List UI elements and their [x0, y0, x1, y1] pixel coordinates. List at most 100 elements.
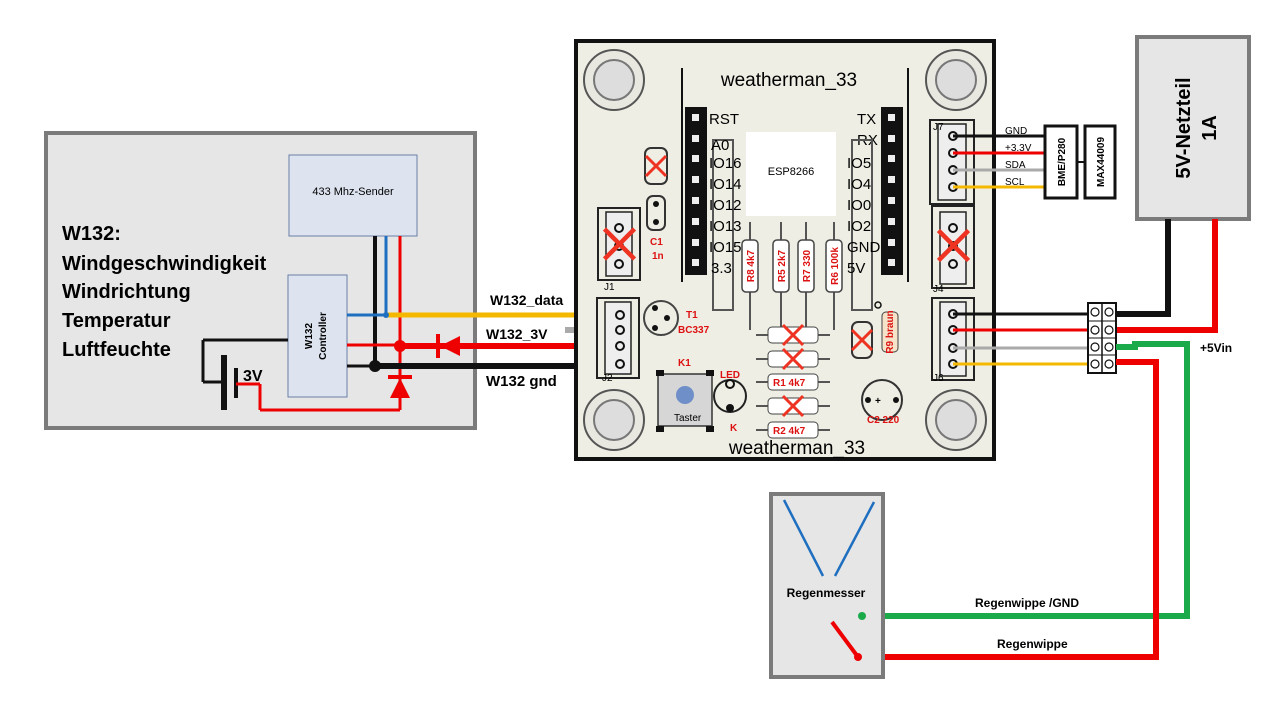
- mounting-hole-icon: [583, 389, 645, 451]
- pin-io15: IO15: [709, 239, 742, 256]
- board-title-top: weatherman_33: [720, 70, 857, 91]
- pin-5v: 5V: [847, 260, 865, 277]
- r7-label: R7 330: [802, 249, 813, 282]
- r1-label: R1 4k7: [773, 378, 806, 389]
- resistor-r2: [756, 421, 830, 439]
- power-wiring: +5Vin: [858, 219, 1232, 660]
- rain-title: Regenmesser: [787, 586, 866, 600]
- j6-label: J6: [933, 373, 944, 384]
- wire-label-gnd: W132 gnd: [486, 373, 557, 390]
- pin-gnd: GND: [847, 239, 881, 256]
- resistor-crossed: [756, 394, 830, 418]
- pin-io4: IO4: [847, 176, 871, 193]
- c2-label: C2 220: [867, 415, 900, 426]
- w132-controller: [287, 274, 348, 398]
- resistor-r6: R6 100k: [825, 222, 843, 330]
- c1-value: 1n: [652, 251, 664, 262]
- pin-io16: IO16: [709, 155, 742, 172]
- rst-label: RST: [709, 111, 739, 128]
- j2-label: J2: [602, 373, 613, 384]
- wire-label-data: W132_data: [490, 292, 563, 308]
- transistor-t1: [643, 300, 679, 336]
- j7-label: J7: [933, 122, 944, 133]
- taster-button: [656, 370, 714, 432]
- diode-icon: [436, 334, 460, 358]
- controller-line2: Controller: [318, 312, 329, 360]
- w132-title-1: W132:: [62, 223, 121, 245]
- r6-label: R6 100k: [830, 247, 841, 285]
- t1-value: BC337: [678, 325, 710, 336]
- connector-j4: [931, 205, 975, 289]
- pin-a0: A0: [711, 137, 729, 154]
- r9-label: R9 braun: [885, 310, 896, 353]
- led-label: LED: [720, 370, 740, 381]
- mounting-hole-icon: [925, 389, 987, 451]
- led-icon: [713, 379, 747, 413]
- sender-label: 433 Mhz-Sender: [312, 186, 394, 198]
- w132-title-3: Windrichtung: [62, 281, 191, 303]
- rain-sig-wire-label: Regenwippe: [997, 637, 1068, 651]
- pcb-board: weatherman_33 weatherman_33 ESP8266 RST …: [574, 39, 996, 461]
- tx-label: TX: [857, 111, 876, 128]
- pin-io14: IO14: [709, 176, 742, 193]
- w132-title-2: Windgeschwindigkeit: [62, 253, 267, 275]
- sender-433-module: [288, 154, 418, 237]
- r5-label: R5 2k7: [777, 249, 788, 282]
- component-crossed: [850, 321, 874, 359]
- k-label: K: [730, 423, 738, 434]
- bme280-sensor: [1043, 124, 1079, 200]
- mounting-hole-icon: [925, 49, 987, 111]
- resistor-r9: R9 braun: [874, 301, 899, 354]
- r8-label: R8 4k7: [746, 249, 757, 282]
- psu-line2: 1A: [1199, 115, 1221, 141]
- t1-label: T1: [686, 310, 698, 321]
- j1-label: J1: [604, 282, 615, 293]
- pin-io13: IO13: [709, 218, 742, 235]
- pin-io0: IO0: [847, 197, 871, 214]
- esp8266-module: [746, 132, 836, 216]
- w132-box: W132: Windgeschwindigkeit Windrichtung T…: [44, 131, 477, 430]
- w132-title-5: Luftfeuchte: [62, 339, 171, 361]
- sensor1-label: BME/P280: [1057, 137, 1068, 186]
- j4-label: J4: [933, 284, 944, 295]
- capacitor-c2: [861, 379, 903, 421]
- board-title-bottom: weatherman_33: [728, 438, 865, 459]
- esp-label: ESP8266: [768, 166, 814, 178]
- psu-box: 5V-Netzteil 1A: [1135, 35, 1251, 221]
- pin-io12: IO12: [709, 197, 742, 214]
- taster-label: Taster: [674, 413, 702, 424]
- r2-label: R2 4k7: [773, 426, 806, 437]
- mounting-hole-icon: [583, 49, 645, 111]
- resistor-crossed: [756, 347, 830, 371]
- sensor2-label: MAX44009: [1096, 137, 1107, 187]
- max44009-sensor: [1083, 124, 1117, 200]
- pin-3v3: 3.3: [711, 260, 732, 277]
- diode-icon: [388, 375, 412, 398]
- resistor-r1: [756, 373, 830, 391]
- resistor-crossed: [756, 323, 830, 347]
- connector-j1: [597, 207, 641, 281]
- resistor-r8: R8 4k7: [741, 222, 759, 330]
- vin-label: +5Vin: [1200, 341, 1232, 355]
- capacitor-c1: [644, 147, 668, 231]
- battery-3v-icon: [201, 338, 400, 412]
- i2c-section: GND +3.3V SDA SCL BME/P280 MAX44009: [953, 124, 1117, 200]
- controller-line1: W132: [304, 323, 315, 350]
- resistor-r5: R5 2k7: [772, 222, 790, 330]
- i2c-3v3: +3.3V: [1005, 143, 1032, 154]
- psu-line1: 5V-Netzteil: [1173, 77, 1195, 178]
- wire-label-3v: W132_3V: [486, 326, 548, 342]
- rain-gauge-box: Regenmesser: [769, 492, 885, 679]
- c2-plus: +: [875, 396, 881, 407]
- terminal-block: [1087, 302, 1117, 374]
- battery-label: 3V: [243, 368, 263, 385]
- resistor-r7: R7 330: [797, 222, 815, 330]
- pin-io5: IO5: [847, 155, 871, 172]
- i2c-scl: SCL: [1005, 177, 1025, 188]
- i2c-gnd: GND: [1005, 126, 1027, 137]
- w132-title-4: Temperatur: [62, 310, 171, 332]
- rain-gnd-wire-label: Regenwippe /GND: [975, 596, 1079, 610]
- k1-label: K1: [678, 358, 691, 369]
- c1-label: C1: [650, 237, 663, 248]
